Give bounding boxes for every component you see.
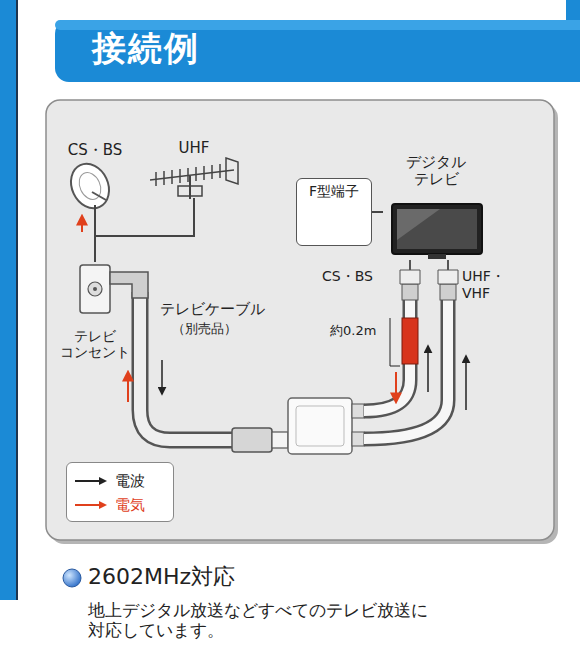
- cable-note: （別売品）: [172, 321, 237, 337]
- dish-node: CS・BS: [62, 140, 128, 235]
- uhf-antenna: [150, 158, 238, 199]
- wire-connector: [372, 211, 383, 213]
- tv-node: デジタル テレビ: [383, 152, 489, 260]
- antenna-node: UHF: [148, 138, 240, 198]
- dimension-label: 約0.2m: [330, 323, 376, 339]
- title-text: 接続例: [92, 26, 200, 70]
- feature-text: 地上デジタル放送などすべてのテレビ放送に 対応しています。: [88, 600, 488, 641]
- outlet-node: テレビ コンセント: [56, 262, 134, 362]
- legend-box: 電波電気: [66, 462, 174, 522]
- node-label: CS・BS: [68, 142, 123, 159]
- legend-arrow: [73, 499, 109, 511]
- node-label: テレビ コンセント: [59, 328, 131, 360]
- legend-row: 電波: [73, 469, 167, 493]
- wire-connector: [95, 198, 194, 262]
- tv-cable: [110, 272, 288, 452]
- bullet: [63, 569, 81, 587]
- node-label: デジタル テレビ: [386, 154, 486, 189]
- satellite-dish: [64, 158, 116, 236]
- header-band: [55, 20, 580, 82]
- legend-arrow: [73, 475, 109, 487]
- callout-box: F型端子: [296, 178, 372, 246]
- feature-heading: 2602MHz対応: [88, 564, 235, 590]
- splitter: [288, 398, 364, 454]
- node-label: UHF: [179, 140, 210, 157]
- legend-label: 電気: [115, 496, 145, 514]
- legend-row: 電気: [73, 493, 167, 517]
- output-label: UHF・ VHF: [462, 268, 510, 302]
- output-cables: [364, 260, 466, 439]
- output-label: CS・BS: [322, 268, 373, 285]
- legend-label: 電波: [115, 472, 145, 490]
- node-label: F型端子: [309, 183, 359, 199]
- tv-outlet: [80, 265, 110, 313]
- cable-label: テレビケーブル: [160, 300, 265, 318]
- digital-tv: [392, 204, 482, 259]
- panel: [46, 100, 554, 540]
- side-strip: [0, 0, 16, 600]
